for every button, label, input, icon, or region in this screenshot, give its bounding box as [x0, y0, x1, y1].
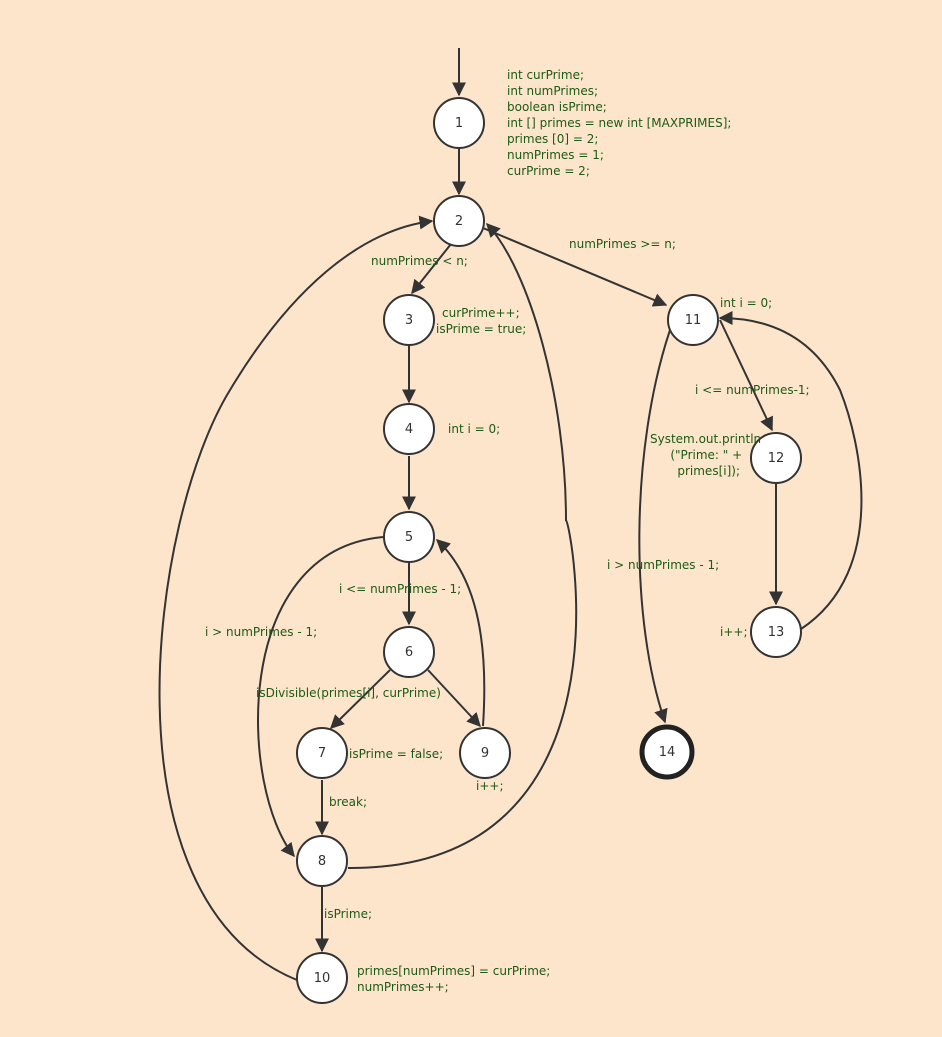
cond-i-gt-numprimes: i > numPrimes - 1;: [205, 625, 317, 639]
edge-11-12: [719, 319, 773, 432]
cond-i-le-numprimes-right: i <= numPrimes-1;: [695, 383, 810, 397]
edge-2-11: [482, 227, 668, 307]
cond-isprime: isPrime;: [324, 907, 372, 921]
node-4-code: int i = 0;: [448, 422, 500, 436]
edge-10-2: [158, 215, 434, 981]
node-8-label: 8: [318, 854, 326, 869]
edge-9-5: [435, 539, 486, 727]
edge-11-14: [638, 329, 671, 724]
node-7[interactable]: 7: [296, 727, 348, 779]
node-1[interactable]: 1: [433, 97, 485, 149]
node-5-label: 5: [405, 530, 413, 545]
cond-isdivisible: isDivisible(primes[i], curPrime): [256, 686, 441, 700]
edge-8-2: [347, 222, 578, 870]
node-10-code-line-2: numPrimes++;: [357, 980, 449, 994]
node-12-code-line-2: ("Prime: " +: [670, 448, 742, 462]
cond-i-le-numprimes: i <= numPrimes - 1;: [339, 582, 461, 596]
node-2-label: 2: [455, 214, 463, 229]
cond-numprimes-ge-n: numPrimes >= n;: [569, 237, 676, 251]
node-13-label: 13: [768, 625, 785, 640]
node-10-code: primes[numPrimes] = curPrime; numPrimes+…: [357, 964, 554, 994]
node-6-label: 6: [405, 645, 413, 660]
node-2[interactable]: 2: [433, 195, 485, 247]
edge-2-3: [411, 243, 452, 295]
edge-6-9: [427, 669, 481, 728]
cond-numprimes-lt-n: numPrimes < n;: [371, 254, 468, 268]
cond-i-gt-numprimes-right: i > numPrimes - 1;: [607, 558, 719, 572]
node-8[interactable]: 8: [296, 835, 348, 887]
node-4-label: 4: [405, 422, 413, 437]
edge-5-8: [257, 536, 385, 858]
edge-13-11: [718, 311, 863, 630]
node-14-final[interactable]: 14: [639, 724, 695, 780]
node-11-code: int i = 0;: [720, 296, 772, 310]
node-13[interactable]: 13: [750, 606, 802, 658]
init-code-block: int curPrime; int numPrimes; boolean isP…: [507, 68, 735, 178]
node-11-label: 11: [685, 313, 702, 328]
init-line-6: numPrimes = 1;: [507, 148, 604, 162]
init-line-5: primes [0] = 2;: [507, 132, 598, 146]
init-line-2: int numPrimes;: [507, 84, 598, 98]
node-3[interactable]: 3: [383, 294, 435, 346]
node-9[interactable]: 9: [459, 727, 511, 779]
node-10-label: 10: [314, 971, 331, 986]
edge-6-7: [330, 669, 391, 729]
init-line-3: boolean isPrime;: [507, 100, 607, 114]
node-3-label: 3: [405, 313, 413, 328]
node-4[interactable]: 4: [383, 403, 435, 455]
node-3-code: curPrime++; isPrime = true;: [436, 306, 526, 336]
break-label: break;: [329, 795, 367, 809]
node-9-label: 9: [481, 746, 489, 761]
node-12-label: 12: [768, 451, 785, 466]
init-line-1: int curPrime;: [507, 68, 584, 82]
init-line-4: int [] primes = new int [MAXPRIMES];: [507, 116, 731, 130]
node-10[interactable]: 10: [296, 952, 348, 1004]
edges: [158, 48, 863, 981]
node-12-code: System.out.println ("Prime: " + primes[i…: [650, 432, 765, 478]
node-10-code-line-1: primes[numPrimes] = curPrime;: [357, 964, 550, 978]
node-5[interactable]: 5: [383, 511, 435, 563]
node-12-code-line-3: primes[i]);: [677, 464, 740, 478]
node-14-label: 14: [659, 745, 676, 760]
node-3-code-line-2: isPrime = true;: [436, 322, 526, 336]
node-9-code: i++;: [476, 779, 504, 793]
node-7-label: 7: [318, 746, 326, 761]
init-line-7: curPrime = 2;: [507, 164, 590, 178]
node-13-code: i++;: [720, 625, 748, 639]
node-6[interactable]: 6: [383, 626, 435, 678]
node-1-label: 1: [455, 116, 463, 131]
node-7-code: isPrime = false;: [349, 747, 443, 761]
node-12-code-line-1: System.out.println: [650, 432, 761, 446]
node-11[interactable]: 11: [667, 294, 719, 346]
node-12[interactable]: 12: [750, 432, 802, 484]
node-3-code-line-1: curPrime++;: [442, 306, 520, 320]
